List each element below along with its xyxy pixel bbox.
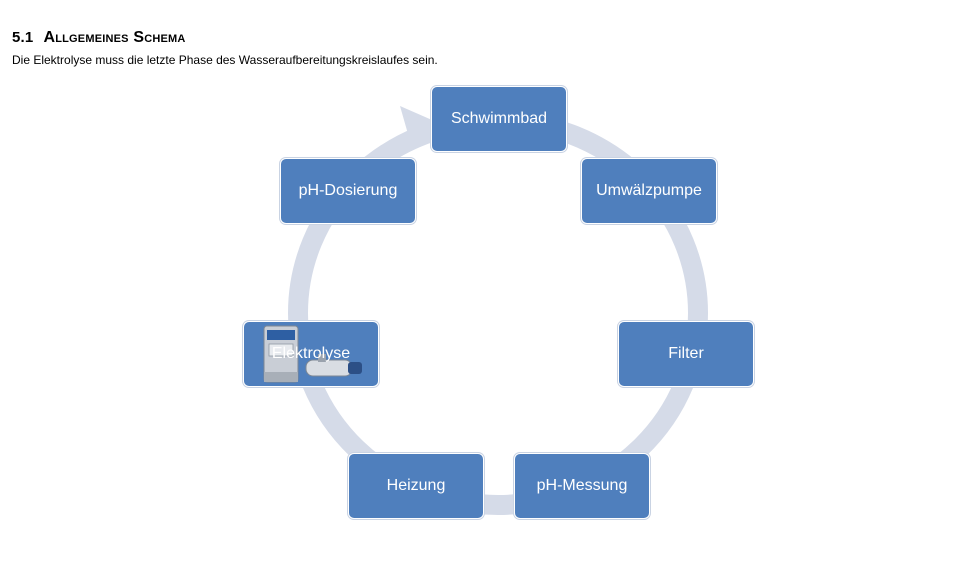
section-number: 5.1 — [12, 29, 34, 46]
node-filter: Filter — [618, 321, 754, 387]
node-umwaelzpumpe: Umwälzpumpe — [581, 158, 717, 224]
node-schwimmbad-label: Schwimmbad — [450, 110, 548, 127]
node-ph-dosierung: pH-Dosierung — [280, 158, 416, 224]
electrolysis-device-icon — [263, 325, 362, 383]
device-cell-joint — [318, 354, 326, 362]
node-filter-label: Filter — [668, 345, 704, 362]
device-cell-cap — [348, 362, 362, 374]
node-ph-dosierung-label: pH-Dosierung — [298, 182, 398, 199]
node-elektrolyse-label: Elektrolyse — [271, 345, 351, 362]
device-base — [264, 372, 298, 382]
node-umwaelzpumpe-label: Umwälzpumpe — [596, 182, 702, 199]
section-title: Allgemeines Schema — [43, 29, 186, 46]
node-heizung: Heizung — [348, 453, 484, 519]
node-ph-messung: pH-Messung — [514, 453, 650, 519]
device-display — [268, 343, 294, 357]
device-control-panel — [267, 330, 295, 340]
node-ph-messung-label: pH-Messung — [536, 477, 628, 494]
cycle-arrowhead — [400, 106, 432, 148]
node-elektrolyse: Elektrolyse — [243, 321, 379, 387]
section-heading: 5.1 Allgemeines Schema — [12, 29, 186, 47]
node-schwimmbad: Schwimmbad — [431, 86, 567, 152]
intro-text: Die Elektrolyse muss die letzte Phase de… — [12, 53, 438, 67]
node-heizung-label: Heizung — [386, 477, 446, 494]
